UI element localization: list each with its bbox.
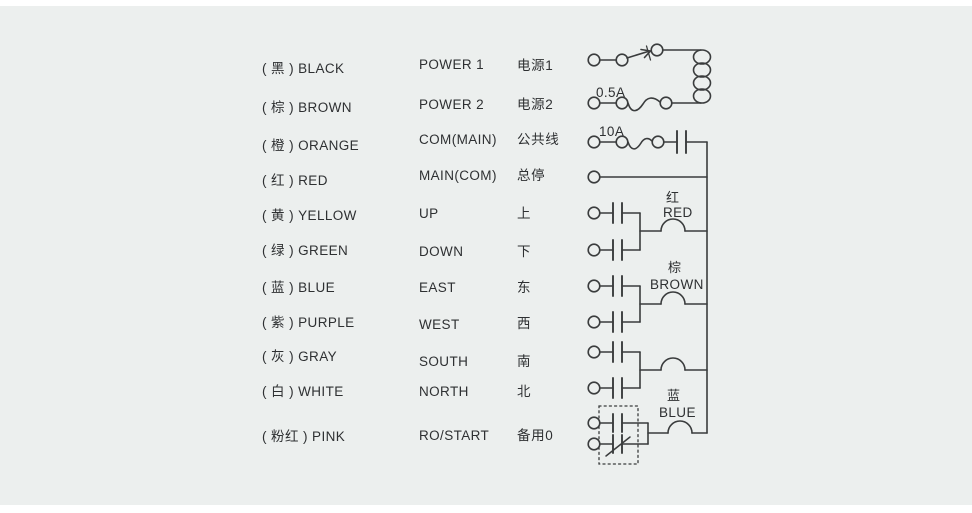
wire-color-gray: ( 灰 ) GRAY [262, 349, 338, 364]
terminal-com-b [615, 135, 629, 149]
wire-color-red: ( 红 ) RED [262, 173, 328, 188]
terminal-com-c [651, 135, 665, 149]
load-blue-label-cn: 蓝 [667, 388, 680, 403]
wire-color-orange: ( 橙 ) ORANGE [262, 138, 360, 153]
chinese-down: 下 [517, 244, 532, 259]
east-contact-icon [612, 275, 623, 297]
function-south: SOUTH [419, 354, 469, 369]
function-north: NORTH [419, 384, 469, 399]
load-red-icon [660, 218, 686, 232]
wire-color-black: ( 黑 ) BLACK [262, 61, 345, 76]
terminal-up [587, 206, 601, 220]
function-east: EAST [419, 280, 456, 295]
east-west-branch: 棕 BROWN [587, 260, 708, 333]
function-up: UP [419, 206, 439, 221]
main-no-contact-icon [676, 130, 687, 154]
wire-color-white: ( 白 ) WHITE [262, 384, 344, 399]
fuse-10a-label: 10A [599, 124, 624, 139]
north-contact-icon [612, 377, 623, 399]
wire-color-blue: ( 蓝 ) BLUE [262, 280, 336, 295]
chinese-up: 上 [517, 206, 532, 221]
load-blue-label-en: BLUE [659, 405, 696, 420]
relay-switch-icon [626, 45, 652, 61]
terminal-north [587, 381, 601, 395]
west-contact-icon [612, 311, 623, 333]
terminal-power1-a [587, 53, 601, 67]
terminal-south [587, 345, 601, 359]
load-red-label-cn: 红 [666, 190, 679, 205]
diagram-panel [0, 6, 972, 505]
fuse-10a-icon [627, 137, 653, 150]
function-down: DOWN [419, 244, 464, 259]
power2-fuse-branch: 0.5A [587, 85, 702, 112]
load-unlabeled-icon [660, 357, 686, 371]
wire-color-green: ( 绿 ) GREEN [262, 243, 349, 258]
chinese-ro-start: 备用0 [517, 428, 554, 443]
relay-coil-icon [692, 49, 712, 104]
terminal-ro-b [587, 437, 601, 451]
south-north-branch [587, 341, 708, 399]
function-west: WEST [419, 317, 460, 332]
terminal-ro-a [587, 416, 601, 430]
wire-color-purple: ( 紫 ) PURPLE [262, 315, 355, 330]
function-main-com: MAIN(COM) [419, 168, 497, 183]
load-blue-icon [667, 420, 693, 434]
terminal-east [587, 279, 601, 293]
terminal-switch-out [650, 43, 664, 57]
ro-start-branch: 蓝 BLUE [587, 388, 708, 465]
terminal-main-com [587, 170, 601, 184]
ro-no-contact-icon [612, 413, 623, 433]
chinese-south: 南 [517, 354, 532, 369]
load-brown-label-en: BROWN [650, 277, 704, 292]
chinese-west: 西 [517, 316, 532, 331]
chinese-power2: 电源2 [517, 97, 554, 112]
main-com-branch [587, 170, 708, 184]
south-contact-icon [612, 341, 623, 363]
wire-color-yellow: ( 黄 ) YELLOW [262, 208, 357, 223]
chinese-east: 东 [517, 280, 532, 295]
wire-color-brown: ( 棕 ) BROWN [262, 100, 352, 115]
terminal-power1-b [615, 53, 629, 67]
load-red-label-en: RED [663, 205, 693, 220]
terminal-west [587, 315, 601, 329]
function-ro-start: RO/START [419, 428, 490, 443]
chinese-com-main: 公共线 [517, 132, 560, 147]
terminal-fuse-out [659, 96, 673, 110]
wire-color-pink: ( 粉红 ) PINK [262, 429, 346, 444]
function-com-main: COM(MAIN) [419, 132, 497, 147]
chinese-power1: 电源1 [517, 58, 554, 73]
com-main-branch: 10A [587, 124, 708, 154]
terminal-power2-b [615, 96, 629, 110]
function-power2: POWER 2 [419, 97, 485, 112]
power1-relay-branch [587, 43, 712, 104]
chinese-north: 北 [517, 384, 532, 399]
up-contact-icon [612, 202, 623, 224]
terminal-com-a [587, 135, 601, 149]
up-down-branch: 红 RED [587, 190, 708, 261]
ro-nc-contact-icon [605, 434, 631, 457]
load-brown-label-cn: 棕 [668, 260, 681, 275]
ro-start-dashed-enclosure [598, 405, 639, 465]
fuse-0p5a-label: 0.5A [596, 85, 625, 100]
function-power1: POWER 1 [419, 57, 485, 72]
terminal-power2-a [587, 96, 601, 110]
down-contact-icon [612, 239, 623, 261]
terminal-down [587, 243, 601, 257]
fuse-0p5a-icon [627, 97, 661, 112]
load-brown-icon [660, 291, 686, 305]
chinese-main-com: 总停 [517, 168, 546, 183]
